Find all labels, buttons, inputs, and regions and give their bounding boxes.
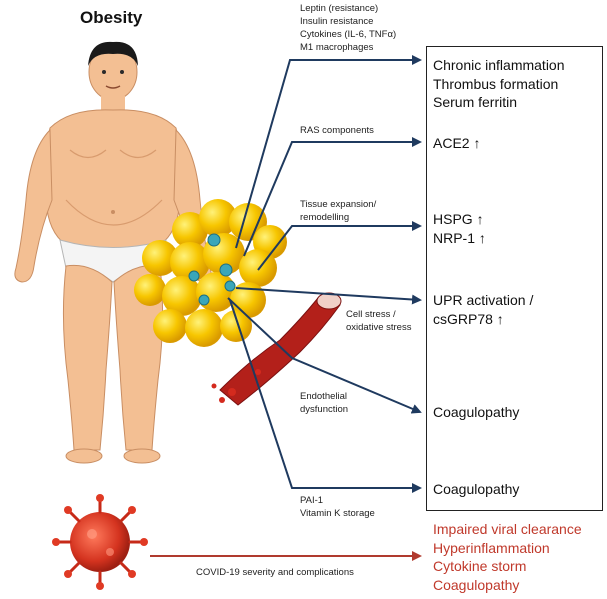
mediator-line: RAS components xyxy=(300,125,374,136)
mediator-line: oxidative stress xyxy=(346,322,412,333)
mediator-line: Cell stress / xyxy=(346,309,396,320)
outcome-line: ACE2 ↑ xyxy=(433,135,481,151)
mediator-line: M1 macrophages xyxy=(300,42,374,53)
mediator-line: Insulin resistance xyxy=(300,16,374,27)
covid-severity-label: COVID-19 severity and complications xyxy=(196,567,354,578)
outcomes-box xyxy=(426,46,603,511)
outcome-line: Chronic inflammation xyxy=(433,57,565,73)
mediator-label-cell-stress: Cell stress / oxidative stress xyxy=(346,308,411,334)
arrow-coagulopathy-2 xyxy=(229,299,422,493)
arrow-inflammation xyxy=(235,55,422,249)
mediator-line: Vitamin K storage xyxy=(300,508,375,519)
covid-outcome: Impaired viral clearance xyxy=(433,521,582,537)
outcome-line: Coagulopathy xyxy=(433,481,520,497)
covid-outcomes-list: Impaired viral clearance Hyperinflammati… xyxy=(433,520,582,594)
mediator-label-adipokines: Leptin (resistance) Insulin resistance C… xyxy=(300,2,396,54)
mediator-line: remodelling xyxy=(300,212,350,223)
mediator-line: dysfunction xyxy=(300,404,349,415)
arrow-ace2 xyxy=(243,137,422,257)
outcome-line: Serum ferritin xyxy=(433,94,518,110)
mediator-line: Leptin (resistance) xyxy=(300,3,379,14)
outcome-hspg-nrp1: HSPG ↑ NRP-1 ↑ xyxy=(433,210,486,247)
mediator-label-endothelial: Endothelial dysfunction xyxy=(300,390,348,416)
blood-vessel-image xyxy=(211,292,342,406)
mediator-line: Cytokines (IL-6, TNFα) xyxy=(300,29,397,40)
outcome-coagulopathy-1: Coagulopathy xyxy=(433,403,519,422)
adipose-tissue-cluster xyxy=(134,199,287,347)
outcome-inflammation: Chronic inflammation Thrombus formation … xyxy=(433,56,565,112)
mediator-line: Endothelial xyxy=(300,391,348,402)
outcome-line: UPR activation / xyxy=(433,292,534,308)
covid-outcome: Hyperinflammation xyxy=(433,539,550,556)
mediator-line: PAI-1 xyxy=(300,495,324,506)
outcome-line: Coagulopathy xyxy=(433,404,520,420)
outcome-ace2: ACE2 ↑ xyxy=(433,134,480,153)
pathway-arrows xyxy=(227,55,422,493)
covid-outcome: Cytokine storm xyxy=(433,558,527,574)
covid-outcome: Coagulopathy xyxy=(433,576,520,593)
outcome-line: csGRP78 ↑ xyxy=(433,310,504,327)
mediator-line: Tissue expansion/ xyxy=(300,199,377,210)
outcome-line: Thrombus formation xyxy=(433,75,559,92)
coronavirus-image xyxy=(52,494,148,590)
diagram-title: Obesity xyxy=(80,8,143,27)
mediator-label-pai1: PAI-1 Vitamin K storage xyxy=(300,494,375,520)
arrow-hspg xyxy=(257,221,422,271)
mediator-label-tissue-expansion: Tissue expansion/ remodelling xyxy=(300,198,376,224)
arrow-coagulopathy-1 xyxy=(227,297,422,414)
outcome-coagulopathy-2: Coagulopathy xyxy=(433,480,519,499)
outcome-line: HSPG ↑ xyxy=(433,211,484,227)
mediator-label-ras: RAS components xyxy=(300,124,374,137)
outcome-upr: UPR activation / csGRP78 ↑ xyxy=(433,291,533,328)
arrow-upr xyxy=(235,287,422,305)
outcome-line: NRP-1 ↑ xyxy=(433,229,486,246)
